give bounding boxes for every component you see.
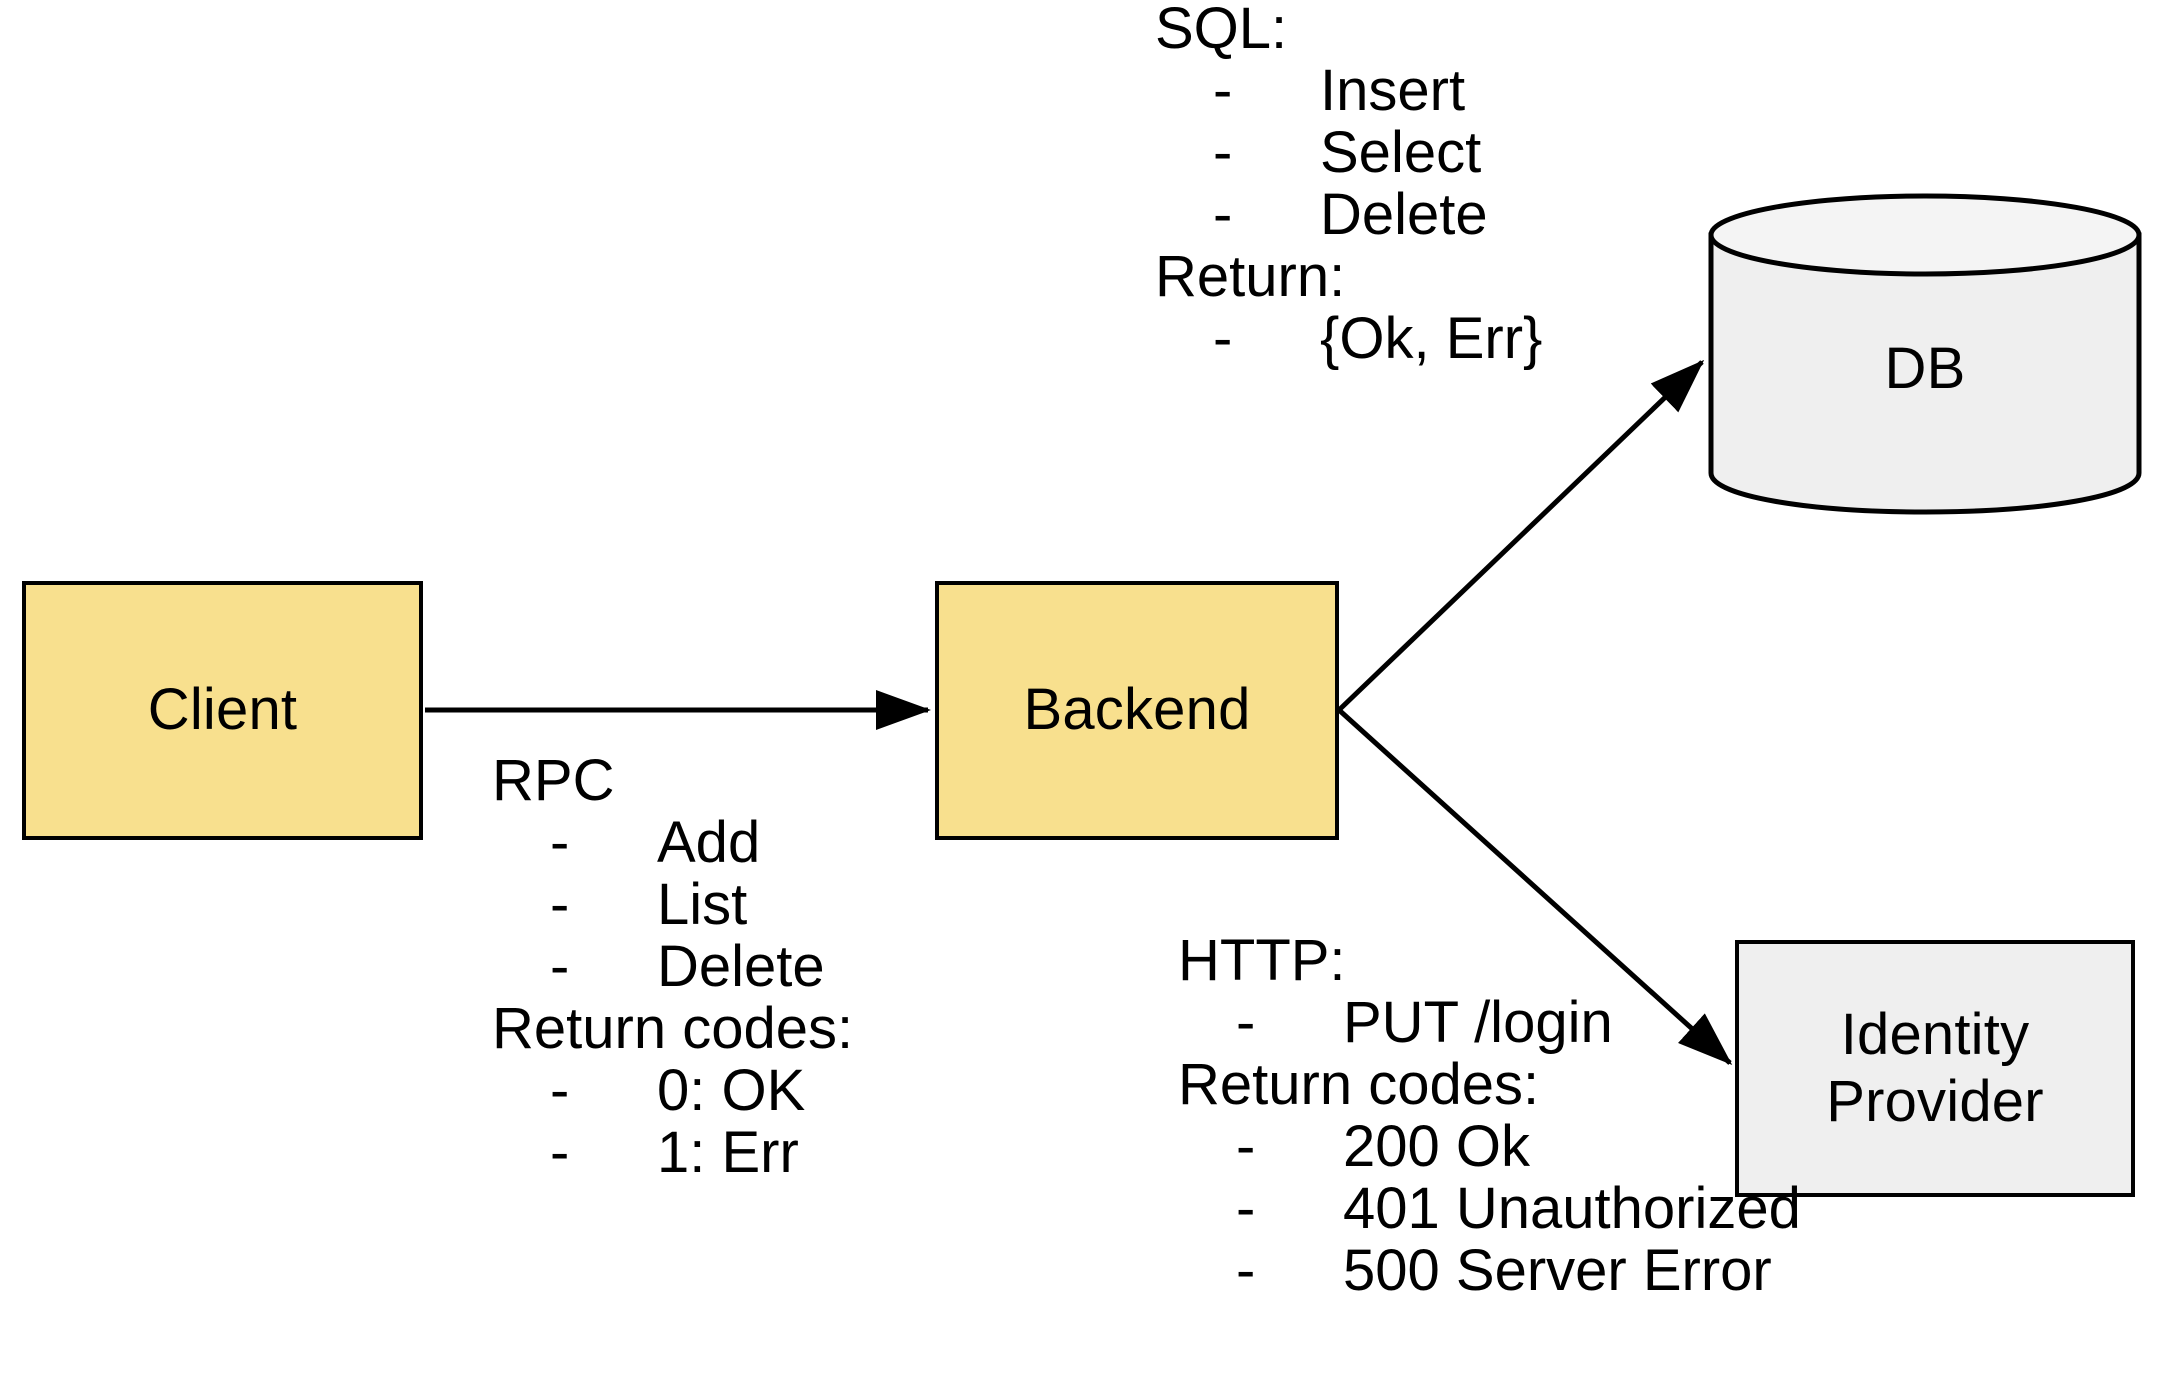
node-backend-label: Backend <box>1023 677 1251 743</box>
node-identity-provider-label: Identity Provider <box>1826 1002 2044 1134</box>
annotation-rpc-return-header: Return codes: <box>492 996 854 1061</box>
annotation-http-item-text: PUT /login <box>1343 990 1613 1055</box>
bullet-dash: - <box>550 1120 570 1185</box>
node-db-label-wrap: DB <box>1708 193 2142 515</box>
annotation-http-return-item: - 500 Server Error <box>1178 1242 1801 1300</box>
node-backend[interactable]: Backend <box>935 581 1339 840</box>
bullet-dash: - <box>1213 306 1233 371</box>
annotation-sql-item-text: Delete <box>1320 182 1488 247</box>
annotation-rpc-item: - List <box>492 876 853 934</box>
annotation-sql-item: - Select <box>1155 124 1542 182</box>
annotation-rpc-return-item-text: 0: OK <box>657 1058 806 1123</box>
bullet-dash: - <box>1236 1176 1256 1241</box>
node-identity-provider[interactable]: Identity Provider <box>1735 940 2135 1197</box>
annotation-http-return-item-text: 401 Unauthorized <box>1343 1176 1801 1241</box>
bullet-dash: - <box>550 810 570 875</box>
node-client[interactable]: Client <box>22 581 423 840</box>
annotation-sql-return-header: Return: <box>1155 244 1346 309</box>
node-client-label: Client <box>147 677 298 743</box>
annotation-sql-header: SQL: <box>1155 0 1288 61</box>
node-identity-provider-label-line2: Provider <box>1826 1068 2044 1134</box>
bullet-dash: - <box>1213 120 1233 185</box>
annotation-sql-item: - Delete <box>1155 186 1542 244</box>
annotation-rpc-return-item: - 1: Err <box>492 1124 853 1182</box>
annotation-rpc-item-text: Add <box>657 810 761 875</box>
annotation-rpc-item-text: Delete <box>657 934 825 999</box>
annotation-rpc-item: - Delete <box>492 938 853 996</box>
annotation-http-return-item-text: 200 Ok <box>1343 1114 1530 1179</box>
bullet-dash: - <box>550 872 570 937</box>
annotation-sql: SQL: - Insert - Select - Delete Return: … <box>1155 0 1542 372</box>
bullet-dash: - <box>1213 58 1233 123</box>
annotation-sql-item-text: Select <box>1320 120 1482 185</box>
annotation-sql-return-item-text: {Ok, Err} <box>1320 306 1543 371</box>
bullet-dash: - <box>550 1058 570 1123</box>
bullet-dash: - <box>550 934 570 999</box>
annotation-http: HTTP: - PUT /login Return codes: - 200 O… <box>1178 932 1801 1304</box>
annotation-rpc-item-text: List <box>657 872 748 937</box>
node-db[interactable]: DB <box>1708 193 2142 515</box>
node-identity-provider-label-line1: Identity <box>1840 1002 2030 1068</box>
annotation-sql-item-text: Insert <box>1320 58 1466 123</box>
annotation-rpc-item: - Add <box>492 814 853 872</box>
node-db-label: DB <box>1884 335 1966 401</box>
annotation-rpc: RPC - Add - List - Delete Return codes: … <box>492 752 853 1186</box>
annotation-rpc-return-item: - 0: OK <box>492 1062 853 1120</box>
bullet-dash: - <box>1236 990 1256 1055</box>
annotation-sql-item: - Insert <box>1155 62 1542 120</box>
bullet-dash: - <box>1213 182 1233 247</box>
bullet-dash: - <box>1236 1114 1256 1179</box>
database-cylinder-icon <box>1708 193 2142 515</box>
bullet-dash: - <box>1236 1238 1256 1303</box>
edge-backend-to-db <box>1337 359 1705 712</box>
annotation-http-return-item-text: 500 Server Error <box>1343 1238 1772 1303</box>
annotation-rpc-return-item-text: 1: Err <box>657 1120 799 1185</box>
annotation-rpc-header: RPC <box>492 748 615 813</box>
annotation-http-item: - PUT /login <box>1178 994 1801 1052</box>
annotation-sql-return-item: - {Ok, Err} <box>1155 310 1542 368</box>
annotation-http-return-item: - 401 Unauthorized <box>1178 1180 1801 1238</box>
annotation-http-header: HTTP: <box>1178 928 1346 993</box>
annotation-http-return-item: - 200 Ok <box>1178 1118 1801 1176</box>
annotation-http-return-header: Return codes: <box>1178 1052 1540 1117</box>
